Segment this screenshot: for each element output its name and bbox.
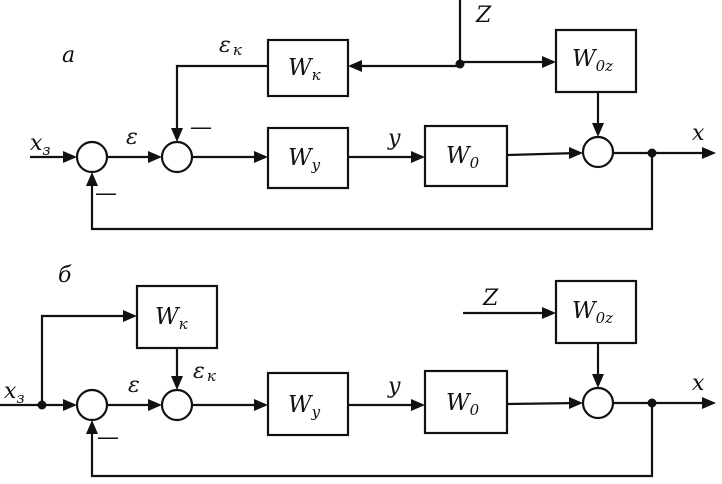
block-w-0-b-label: W0: [446, 390, 480, 419]
block-w-y-a: Wy: [266, 126, 350, 190]
block-w-0z-b: W0z: [554, 279, 638, 345]
signal-output-a: x: [692, 121, 705, 146]
sum-junction-correction-b: [160, 388, 194, 422]
branch-dot-input-b: [37, 400, 47, 410]
sign-feedback-b: —: [97, 425, 119, 450]
branch-dot-output-a: [647, 148, 657, 158]
sum-junction-disturbance-b: [581, 386, 615, 420]
block-w-k-a: Wк: [266, 38, 350, 98]
block-w-y-b: Wy: [266, 371, 350, 437]
signal-input-a: xз: [30, 131, 51, 159]
signal-control-a: y: [387, 126, 401, 151]
signal-control-b: y: [387, 374, 401, 399]
signal-disturbance-a: Z: [475, 3, 492, 28]
branch-dot-output-b: [647, 398, 657, 408]
sum-junction-input-a: [75, 140, 109, 174]
sign-feedback-a: —: [95, 181, 117, 206]
block-w-k-b: Wк: [135, 284, 219, 350]
block-w-y-b-label: Wy: [288, 392, 321, 421]
sum-junction-input-b: [75, 388, 109, 422]
panel-label-a: а: [62, 43, 75, 68]
sum-junction-disturbance-a: [581, 135, 615, 169]
signal-input-b: xз: [4, 379, 25, 407]
block-w-0z-a-label: W0z: [572, 46, 613, 75]
signal-error-a: ε: [126, 125, 138, 150]
signal-lines-a: [30, 0, 706, 231]
diagram-b: б Wк Wy W0 W0z: [0, 263, 716, 478]
block-w-k-b-label: Wк: [155, 304, 188, 333]
block-w-0-b: W0: [423, 369, 509, 435]
block-w-y-a-label: Wy: [288, 145, 321, 174]
arrowheads-b: [63, 307, 716, 434]
diagram-a: а Wк Wy W0 W0z: [30, 0, 716, 231]
signal-disturbance-b: Z: [482, 286, 499, 311]
panel-label-b: б: [58, 263, 72, 288]
arrowheads-a: [63, 56, 716, 186]
block-w-0z-b-label: W0z: [572, 298, 613, 327]
sum-junction-correction-a: [160, 140, 194, 174]
branch-dot-disturbance-a: [455, 59, 465, 69]
block-w-0z-a: W0z: [554, 28, 638, 94]
signal-output-b: x: [692, 371, 705, 396]
sign-correction-a: —: [190, 115, 212, 140]
signal-error-b: ε: [128, 373, 140, 398]
block-w-k-a-label: Wк: [288, 55, 321, 84]
block-w-0-a-label: W0: [446, 143, 480, 172]
block-w-0-a: W0: [423, 124, 509, 188]
